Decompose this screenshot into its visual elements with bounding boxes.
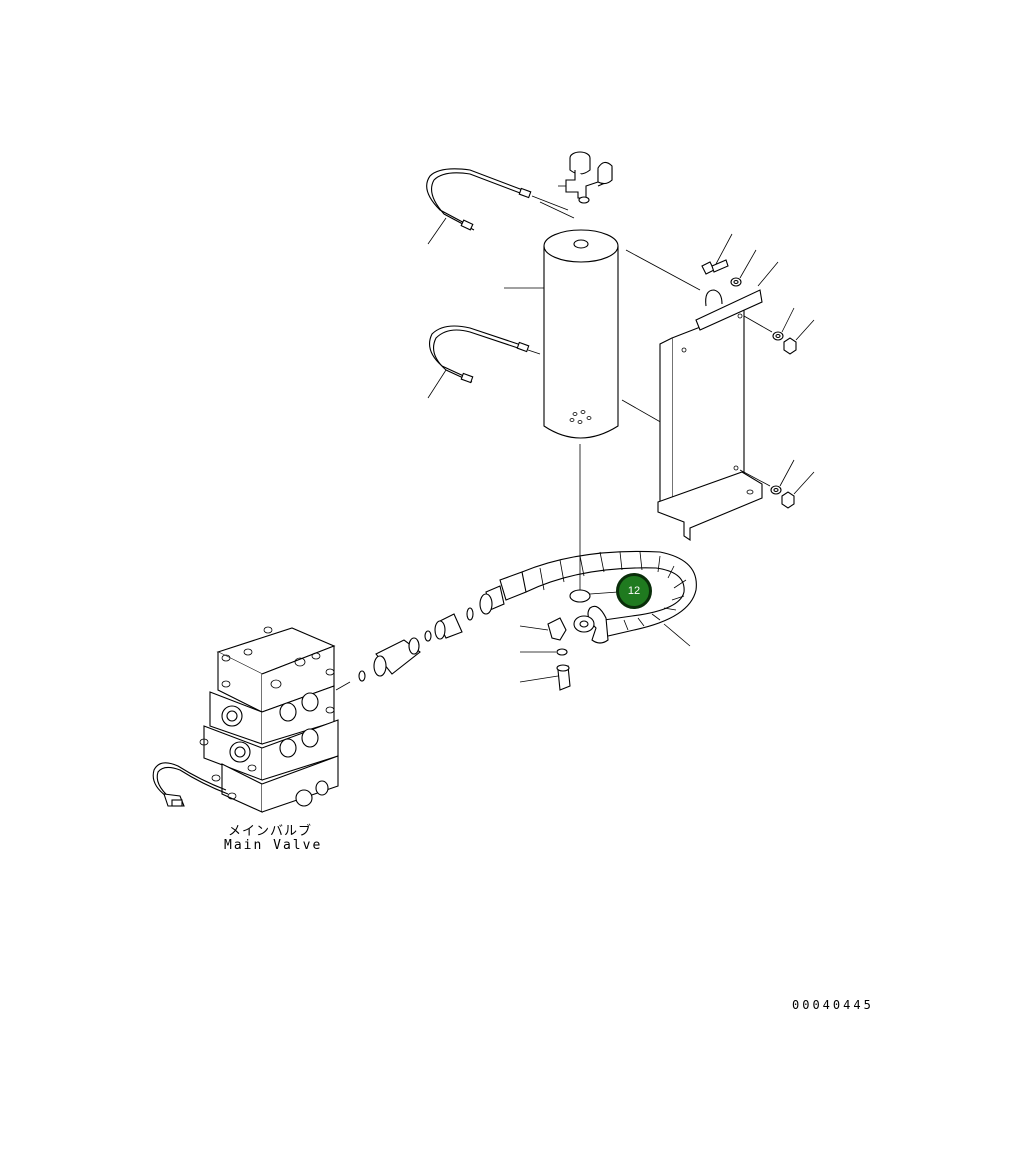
- main-valve-block: [199, 626, 339, 813]
- sensor-harness: [152, 762, 229, 807]
- o-ring: [569, 589, 591, 603]
- main-valve-label-jp: メインバルブ: [228, 824, 313, 839]
- filter-valve-handle: [539, 151, 613, 219]
- filter-canister: [504, 229, 701, 590]
- clamp-parts: [519, 617, 571, 691]
- upper-tube: [426, 168, 569, 245]
- hydraulic-hose: [479, 550, 697, 647]
- drawing-number: 00040445: [792, 998, 874, 1012]
- callout-leader: [589, 591, 619, 595]
- mounting-bracket: [657, 289, 763, 542]
- hose-fittings: [335, 607, 474, 691]
- part-callout-12[interactable]: 12: [616, 573, 652, 609]
- lower-tube: [427, 325, 541, 399]
- main-valve-label-en: Main Valve: [224, 838, 323, 853]
- bracket-fasteners: [701, 233, 815, 509]
